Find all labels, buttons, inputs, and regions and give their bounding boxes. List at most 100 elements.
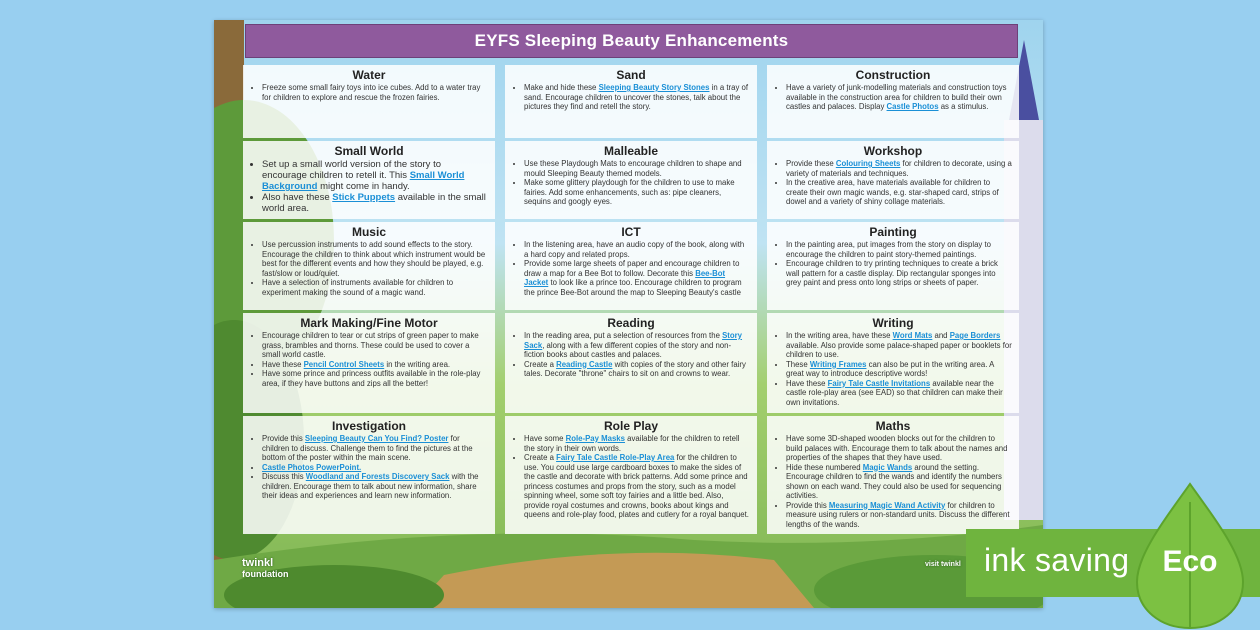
bullet-text: Have a variety of junk-modelling materia…	[786, 83, 1007, 111]
resource-link[interactable]: Pencil Control Sheets	[303, 359, 385, 369]
bullet-text: In the creative area, have materials ava…	[786, 178, 999, 206]
bullet-item: In the listening area, have an audio cop…	[524, 240, 750, 259]
cell-bullet-list: Use percussion instruments to add sound …	[250, 240, 488, 297]
bullet-item: Provide this Measuring Magic Wand Activi…	[786, 501, 1012, 530]
bullet-item: Castle Photos PowerPoint.	[262, 463, 488, 473]
bullet-text: might come in handy.	[317, 181, 410, 192]
ink-saving-label: ink saving	[984, 542, 1130, 578]
resource-link[interactable]: Sleeping Beauty Story Stones	[598, 83, 710, 92]
bullet-text: Have some 3D-shaped wooden blocks out fo…	[786, 434, 1008, 462]
cell-bullet-list: In the reading area, put a selection of …	[512, 331, 750, 379]
cell-bullet-list: Provide these Colouring Sheets for child…	[774, 159, 1012, 207]
bullet-item: In the creative area, have materials ava…	[786, 178, 1012, 207]
resource-link[interactable]: Colouring Sheets	[835, 159, 901, 168]
cell-bullet-list: Have some 3D-shaped wooden blocks out fo…	[774, 434, 1012, 529]
bullet-text: These	[786, 359, 810, 369]
bullet-item: Have some 3D-shaped wooden blocks out fo…	[786, 434, 1012, 463]
bullet-item: Freeze some small fairy toys into ice cu…	[262, 83, 488, 102]
cell-heading: Role Play	[603, 419, 659, 433]
resource-link[interactable]: Page Borders	[949, 331, 1001, 340]
resource-link[interactable]: Writing Frames	[809, 359, 867, 369]
cell-bullet-list: Use these Playdough Mats to encourage ch…	[512, 159, 750, 207]
bullet-text: with the children. Encourage them to tal…	[262, 472, 479, 500]
bullet-text: Use percussion instruments to add sound …	[262, 240, 486, 278]
bullet-text: Have these	[262, 359, 304, 369]
resource-link[interactable]: Stick Puppets	[332, 192, 396, 203]
bullet-item: Have a variety of junk-modelling materia…	[786, 83, 1012, 112]
bullet-text: in the writing area.	[384, 359, 451, 369]
resource-link[interactable]: Fairy Tale Castle Invitations	[827, 378, 931, 388]
activity-cell: Mark Making/Fine MotorEncourage children…	[243, 313, 495, 413]
bullet-item: Encourage children to try printing techn…	[786, 259, 1012, 288]
bullet-text: for the children to use. You could use l…	[524, 453, 749, 519]
resource-link[interactable]: Castle Photos PowerPoint.	[262, 462, 362, 472]
resource-link[interactable]: Story Sack	[524, 331, 743, 350]
bullet-text: for children to decorate, using a variet…	[786, 159, 1012, 178]
bullet-text: In the painting area, put images from th…	[786, 240, 991, 259]
cell-bullet-list: Make and hide these Sleeping Beauty Stor…	[512, 83, 750, 112]
cell-heading: Construction	[855, 68, 931, 82]
activity-cell: InvestigationProvide this Sleeping Beaut…	[243, 416, 495, 534]
bullet-text: Set up a small world version of the stor…	[262, 159, 441, 181]
bullet-text: Encourage children to tear or cut strips…	[262, 331, 479, 359]
bullet-text: Provide some large sheets of paper and e…	[524, 259, 740, 278]
bullet-item: Hide these numbered Magic Wands around t…	[786, 463, 1012, 501]
activity-cell: MathsHave some 3D-shaped wooden blocks o…	[767, 416, 1019, 534]
bullet-text: Make some glittery playdough for the chi…	[524, 178, 735, 206]
resource-link[interactable]: Small World Background	[262, 170, 465, 192]
cell-heading: Maths	[875, 419, 911, 433]
bullet-text: available. Also provide some palace-shap…	[786, 340, 1012, 360]
eco-label: Eco	[1162, 545, 1217, 578]
resource-link[interactable]: Magic Wands	[862, 462, 913, 472]
bullet-text: to look like a prince too. Encourage chi…	[524, 278, 742, 297]
bullet-text: can also be put in the writing area. A g…	[786, 359, 994, 379]
bullet-text: Create a	[524, 359, 557, 369]
resource-link[interactable]: Woodland and Forests Discovery Sack	[305, 472, 450, 481]
cell-heading: ICT	[621, 225, 641, 239]
resource-link[interactable]: Castle Photos	[886, 102, 939, 111]
twinkl-brand: twinkl	[242, 557, 274, 569]
bullet-text: In the writing area, have these	[786, 331, 893, 340]
bullet-item: Use these Playdough Mats to encourage ch…	[524, 159, 750, 178]
resource-link[interactable]: Reading Castle	[556, 359, 613, 369]
activity-cell: SandMake and hide these Sleeping Beauty …	[505, 65, 757, 138]
cell-bullet-list: In the writing area, have these Word Mat…	[774, 331, 1012, 407]
bullet-text: for children to measure using rulers or …	[786, 500, 1010, 529]
bullet-text: , along with a few different copies of t…	[524, 340, 732, 360]
bullet-text: available in the small world area.	[262, 192, 486, 214]
bullet-text: In the listening area, have an audio cop…	[524, 240, 745, 259]
bullet-text: with copies of the story and other fairy…	[524, 359, 746, 379]
bullet-text: Provide these	[786, 159, 836, 168]
cell-heading: Investigation	[331, 419, 406, 433]
poster-title: EYFS Sleeping Beauty Enhancements	[245, 24, 1018, 58]
bullet-item: These Writing Frames can also be put in …	[786, 360, 1012, 379]
activity-cell: ConstructionHave a variety of junk-model…	[767, 65, 1019, 138]
bullet-item: Also have these Stick Puppets available …	[262, 192, 488, 214]
resource-link[interactable]: Measuring Magic Wand Activity	[828, 500, 946, 510]
resource-link[interactable]: Sleeping Beauty Can You Find? Poster	[304, 434, 449, 443]
cell-heading: Small World	[334, 144, 404, 158]
bullet-text: in a tray of sand. Encourage children to…	[524, 83, 749, 111]
activity-cell: MusicUse percussion instruments to add s…	[243, 222, 495, 310]
cell-bullet-list: Encourage children to tear or cut strips…	[250, 331, 488, 388]
activity-cell: ICTIn the listening area, have an audio …	[505, 222, 757, 310]
resource-link[interactable]: Word Mats	[892, 331, 933, 340]
bullet-item: Provide some large sheets of paper and e…	[524, 259, 750, 297]
bullet-text: In the reading area, put a selection of …	[524, 331, 723, 340]
bullet-text: and	[932, 331, 950, 340]
activity-cell: Small WorldSet up a small world version …	[243, 141, 495, 219]
resource-link[interactable]: Bee-Bot Jacket	[524, 268, 726, 288]
bullet-text: Freeze some small fairy toys into ice cu…	[262, 83, 481, 102]
bullet-text: Have a selection of instruments availabl…	[262, 278, 454, 297]
bullet-item: Have these Pencil Control Sheets in the …	[262, 360, 488, 370]
bullet-text: Have some prince and princess outfits av…	[262, 369, 481, 388]
cell-bullet-list: In the painting area, put images from th…	[774, 240, 1012, 288]
activity-cell: WaterFreeze some small fairy toys into i…	[243, 65, 495, 138]
resource-link[interactable]: Role-Pay Masks	[565, 434, 625, 443]
cell-heading: Sand	[616, 68, 646, 82]
twinkl-foundation: foundation	[242, 569, 289, 579]
bullet-text: Have some	[524, 434, 566, 443]
resource-link[interactable]: Fairy Tale Castle Role-Play Area	[556, 453, 675, 462]
bullet-item: In the writing area, have these Word Mat…	[786, 331, 1012, 360]
resource-poster: EYFS Sleeping Beauty Enhancements WaterF…	[214, 20, 1043, 608]
